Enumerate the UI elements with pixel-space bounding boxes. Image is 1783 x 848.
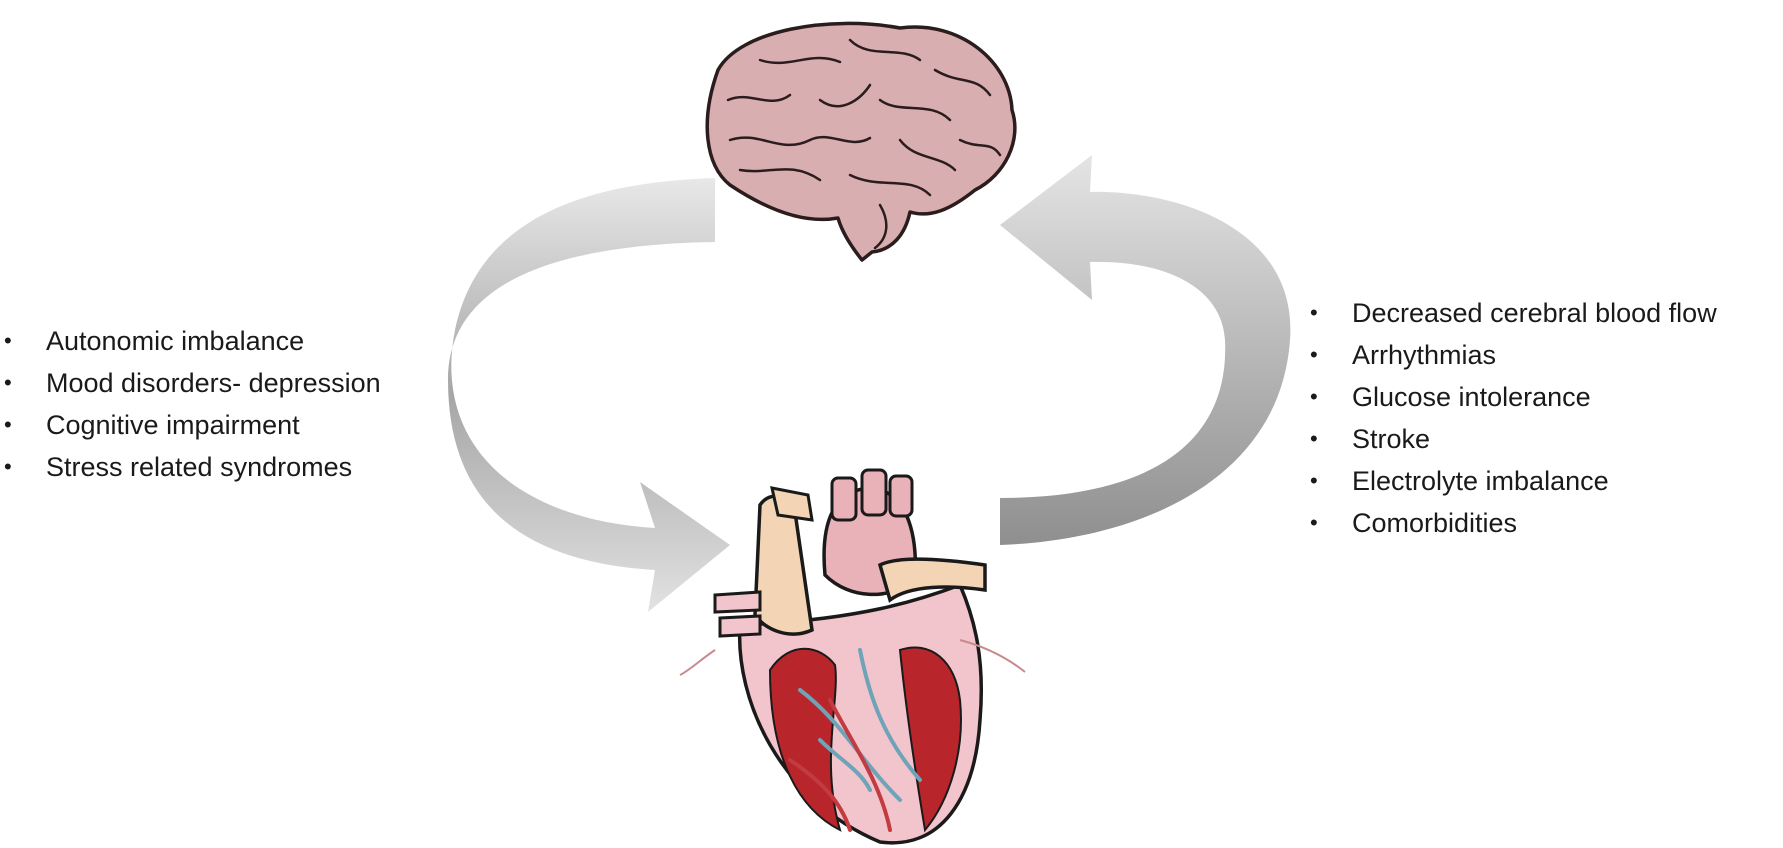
list-item: Arrhythmias [1306, 334, 1717, 376]
list-item: Decreased cerebral blood flow [1306, 292, 1717, 334]
list-item: Cognitive impairment [0, 404, 381, 446]
heart-icon [679, 468, 1026, 845]
arrow-heart-to-brain [1000, 155, 1291, 545]
list-item: Mood disorders- depression [0, 362, 381, 404]
arrow-brain-to-heart [448, 178, 730, 612]
list-item: Stress related syndromes [0, 446, 381, 488]
list-item: Stroke [1306, 418, 1717, 460]
list-item: Autonomic imbalance [0, 320, 381, 362]
list-item: Glucose intolerance [1306, 376, 1717, 418]
list-item: Comorbidities [1306, 502, 1717, 544]
brain-icon [705, 21, 1017, 262]
brain-effects-list: Autonomic imbalance Mood disorders- depr… [0, 320, 381, 488]
list-item: Electrolyte imbalance [1306, 460, 1717, 502]
heart-effects-list: Decreased cerebral blood flow Arrhythmia… [1306, 292, 1717, 544]
